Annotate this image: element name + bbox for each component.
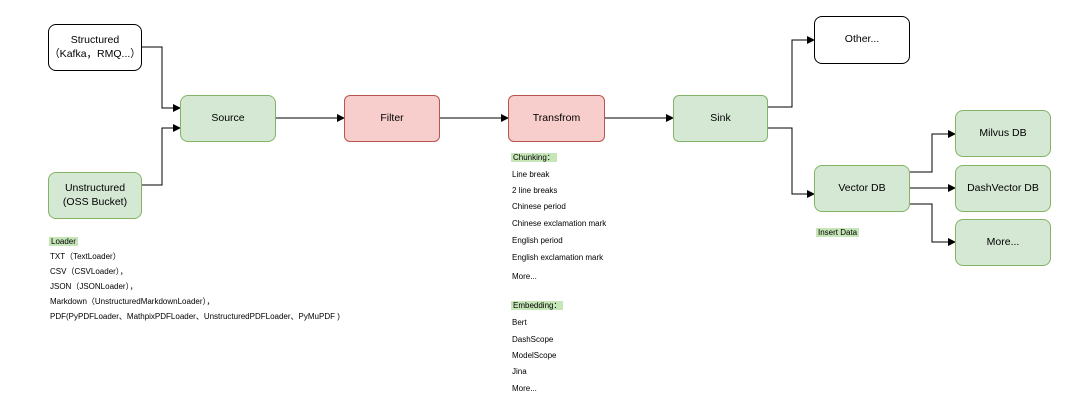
- other-node: Other...: [814, 16, 910, 64]
- embedding-item: Jina: [512, 367, 527, 376]
- chunking-item: Chinese period: [512, 202, 566, 211]
- embedding-item: ModelScope: [512, 351, 557, 360]
- edge-vectordb-more: [910, 203, 956, 246]
- loader-item: Markdown（UnstructuredMarkdownLoader），: [50, 297, 215, 306]
- chunking-title: Chunking：: [511, 153, 557, 162]
- unstructured-node: Unstructured (OSS Bucket): [48, 172, 142, 219]
- vector-db-node: Vector DB: [814, 165, 910, 212]
- more-db-node: More...: [955, 219, 1051, 266]
- embedding-item: More...: [512, 384, 537, 393]
- chunking-item: English exclamation mark: [512, 253, 604, 262]
- filter-node: Filter: [344, 95, 440, 142]
- source-node: Source: [180, 95, 276, 142]
- edge-vectordb-milvus: [910, 130, 956, 173]
- edge-sink-vectordb: [768, 127, 815, 198]
- loader-item: CSV（CSVLoader），: [50, 267, 128, 276]
- dashvector-db-node: DashVector DB: [955, 165, 1051, 212]
- loader-item: JSON（JSONLoader），: [50, 282, 138, 291]
- embedding-item: Bert: [512, 318, 527, 327]
- embedding-item: DashScope: [512, 335, 554, 344]
- edge-unstructured-source: [142, 124, 181, 186]
- loader-item: PDF(PyPDFLoader、MathpixPDFLoader、Unstruc…: [50, 312, 340, 321]
- insert-data-label: Insert Data: [816, 228, 860, 237]
- chunking-item: Chinese exclamation mark: [512, 219, 607, 228]
- loader-title: Loader: [49, 237, 78, 246]
- loader-item: TXT（TextLoader）: [50, 252, 121, 261]
- edge-sink-other: [768, 36, 815, 108]
- chunking-item: English period: [512, 236, 563, 245]
- chunking-item: More...: [512, 272, 537, 281]
- embedding-title: Embedding：: [511, 301, 564, 310]
- structured-node: Structured （Kafka，RMQ...）: [48, 24, 142, 71]
- chunking-item: Line break: [512, 170, 550, 179]
- sink-node: Sink: [673, 95, 768, 142]
- milvus-db-node: Milvus DB: [955, 110, 1051, 157]
- chunking-item: 2 line breaks: [512, 186, 558, 195]
- transform-node: Transfrom: [508, 95, 605, 142]
- edge-structured-source: [142, 46, 181, 112]
